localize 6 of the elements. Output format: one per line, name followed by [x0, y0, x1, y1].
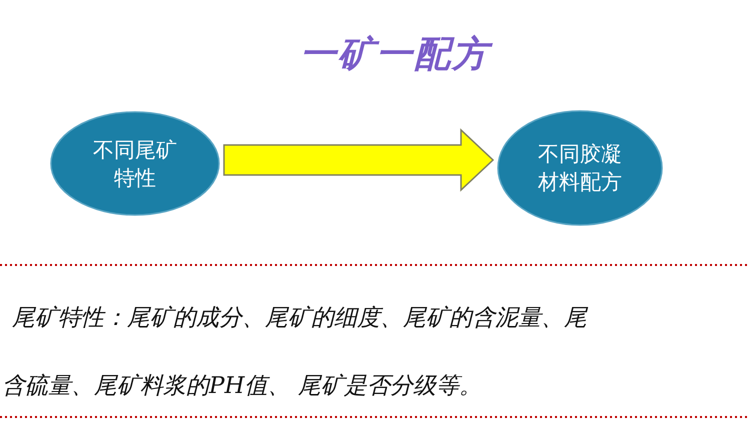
- block-arrow: [223, 128, 494, 192]
- text-line: 尾矿特性：尾矿的成分、尾矿的细度、尾矿的含泥量、尾: [12, 304, 587, 333]
- ellipse-node: 不同胶凝材料配方: [497, 110, 663, 226]
- title: 一矿一配方: [40, 30, 750, 79]
- ellipse-node: 不同尾矿特性: [50, 111, 220, 216]
- text-line: 含硫量、尾矿料浆的PH值、 尾矿是否分级等。: [2, 372, 482, 401]
